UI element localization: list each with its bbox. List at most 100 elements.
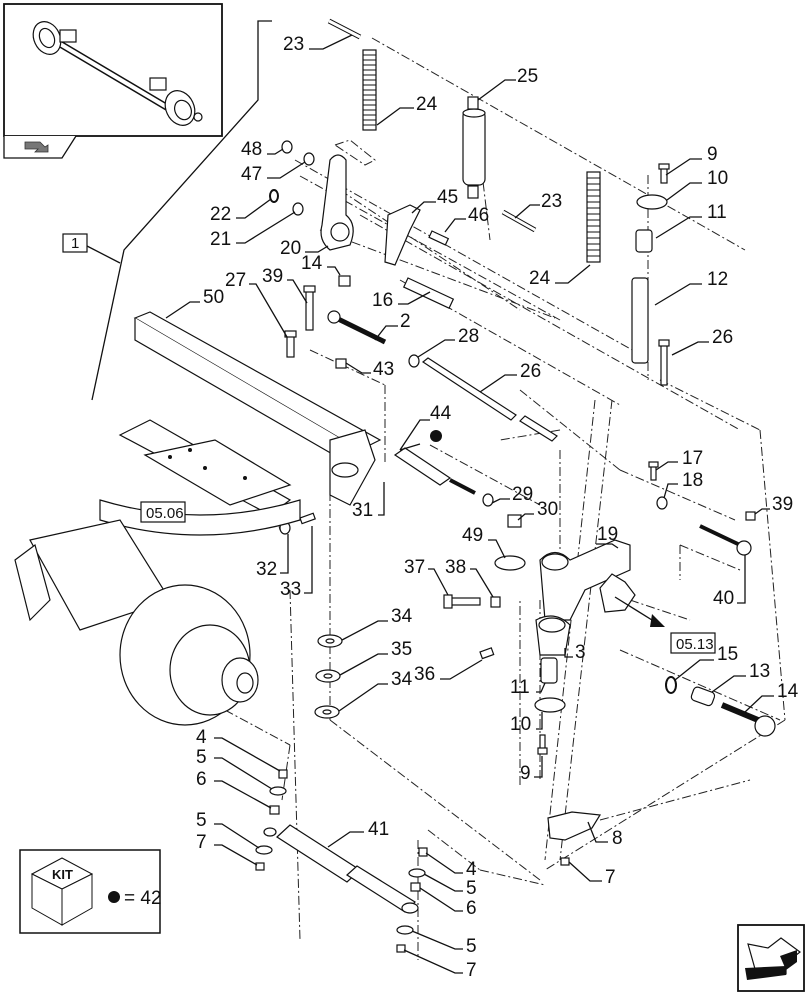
callout-34-top[interactable]: 34: [341, 606, 413, 641]
callout-number: 7: [466, 960, 477, 981]
kit-cube-label: KIT: [52, 867, 73, 882]
callout-26-left[interactable]: 39: [262, 266, 308, 304]
axle-spring-hub-assembly: [14, 419, 301, 726]
callout-30[interactable]: 30: [517, 499, 558, 521]
leader-line: [378, 482, 385, 516]
callout-5-left-top[interactable]: 5: [196, 747, 273, 790]
callout-number: 17: [682, 448, 703, 469]
leader-line: [305, 245, 329, 253]
callout-47[interactable]: 47: [241, 161, 306, 185]
callout-39-top[interactable]: 14: [301, 253, 341, 276]
callout-8[interactable]: 8: [587, 821, 623, 849]
back-navigation-button[interactable]: [3, 135, 77, 159]
reference-05-13[interactable]: 05.13: [614, 596, 716, 654]
callout-37[interactable]: 37: [404, 557, 449, 596]
callout-7-left[interactable]: 7: [196, 832, 258, 866]
part-29-nut: [482, 493, 494, 507]
callout-20[interactable]: 20: [280, 238, 329, 259]
callout-19[interactable]: 19: [596, 524, 619, 549]
callout-46[interactable]: 46: [444, 205, 489, 233]
leader-line: [711, 675, 746, 693]
callout-24-right[interactable]: 24: [529, 264, 591, 289]
callout-26-right[interactable]: 26: [671, 327, 733, 356]
overview-thumbnail[interactable]: [3, 3, 223, 137]
reference-05-06[interactable]: 05.06: [140, 501, 186, 523]
kit-dot-icon: [108, 891, 120, 903]
callout-7-right[interactable]: 7: [403, 949, 477, 981]
callout-41[interactable]: 41: [327, 819, 389, 848]
callout-12[interactable]: 12: [654, 269, 728, 306]
leader-line: [374, 325, 398, 341]
callout-23-right[interactable]: 23: [514, 191, 562, 219]
leader-line: [398, 291, 431, 305]
part-5-washer-left-bottom: [255, 845, 273, 855]
leader-line: [444, 218, 466, 233]
kit-dot-icon-44: [430, 430, 442, 442]
callout-number: 7: [605, 867, 616, 888]
callout-number: 29: [512, 484, 533, 505]
callout-17[interactable]: 17: [655, 448, 703, 471]
callout-9-top[interactable]: 9: [665, 144, 718, 176]
callout-11-bottom[interactable]: 11: [510, 677, 546, 698]
callout-10-bottom[interactable]: 10: [510, 712, 543, 735]
callout-44[interactable]: 44: [399, 403, 452, 451]
part-49-washer: [494, 555, 526, 571]
leader-line: [214, 737, 281, 772]
callout-49[interactable]: 49: [462, 525, 506, 559]
callout-number: 8: [612, 828, 623, 849]
callout-15[interactable]: 15: [674, 644, 738, 681]
callout-31[interactable]: 31: [352, 482, 385, 521]
callout-45[interactable]: 45: [411, 187, 458, 214]
callout-21[interactable]: 21: [210, 211, 296, 250]
callout-32[interactable]: 32: [256, 534, 289, 580]
callout-16[interactable]: 2: [374, 311, 411, 341]
callout-22[interactable]: 22: [210, 198, 272, 225]
callout-25[interactable]: 25: [477, 66, 538, 101]
callout-27[interactable]: 27: [225, 270, 288, 338]
callout-7-lower[interactable]: 7: [568, 861, 616, 888]
callout-29[interactable]: 29: [491, 484, 533, 505]
callout-24[interactable]: 24: [376, 94, 438, 126]
callout-2[interactable]: 50: [165, 287, 224, 319]
callout-14-bottom[interactable]: 14: [744, 681, 799, 713]
callout-23[interactable]: 23: [283, 34, 353, 55]
callout-39-right[interactable]: 39: [754, 494, 793, 515]
callout-5-right-top[interactable]: 5: [423, 873, 477, 899]
callout-6-left[interactable]: 6: [196, 769, 272, 809]
leader-line: [534, 756, 543, 778]
callout-9-bottom[interactable]: 9: [520, 756, 543, 784]
callout-33[interactable]: 33: [280, 526, 313, 600]
part-14-shaft-bottom: [720, 702, 776, 737]
callout-14-top[interactable]: 16: [372, 290, 431, 311]
part-4-bushing-right: [418, 847, 428, 857]
callout-48[interactable]: 48: [241, 139, 284, 160]
leader-line: [249, 283, 288, 338]
callout-28[interactable]: 43: [345, 359, 394, 380]
part-34-washer-top: [317, 634, 343, 648]
callout-4-right[interactable]: 4: [425, 852, 477, 880]
callout-35[interactable]: 35: [339, 639, 412, 676]
callout-40[interactable]: 40: [713, 555, 746, 609]
part-9-bolt-bottom: [537, 734, 548, 755]
callout-10-top[interactable]: 10: [666, 168, 728, 201]
callout-5-right-bottom[interactable]: 5: [411, 930, 477, 957]
callout-11-top[interactable]: 11: [655, 202, 727, 239]
callout-43[interactable]: 26: [479, 361, 541, 393]
callout-number: 11: [510, 677, 530, 698]
callout-number: 47: [241, 164, 262, 185]
callout-50[interactable]: 28: [417, 326, 479, 358]
callout-6-right[interactable]: 6: [419, 887, 477, 919]
callout-number: 40: [713, 588, 734, 609]
callout-18[interactable]: 18: [663, 470, 703, 499]
callout-38[interactable]: 38: [445, 557, 494, 598]
callout-number: 24: [416, 94, 438, 115]
callout-3[interactable]: 3: [564, 642, 586, 663]
callout-34-bottom[interactable]: 34: [338, 669, 413, 712]
callout-13[interactable]: 13: [711, 661, 770, 693]
leader-line: [339, 653, 388, 676]
callout-5-left-bottom[interactable]: 5: [196, 810, 260, 849]
callout-number: 5: [466, 878, 477, 899]
callout-4-left[interactable]: 4: [196, 727, 281, 772]
next-page-button[interactable]: [737, 924, 805, 992]
callout-36[interactable]: 36: [414, 659, 483, 685]
